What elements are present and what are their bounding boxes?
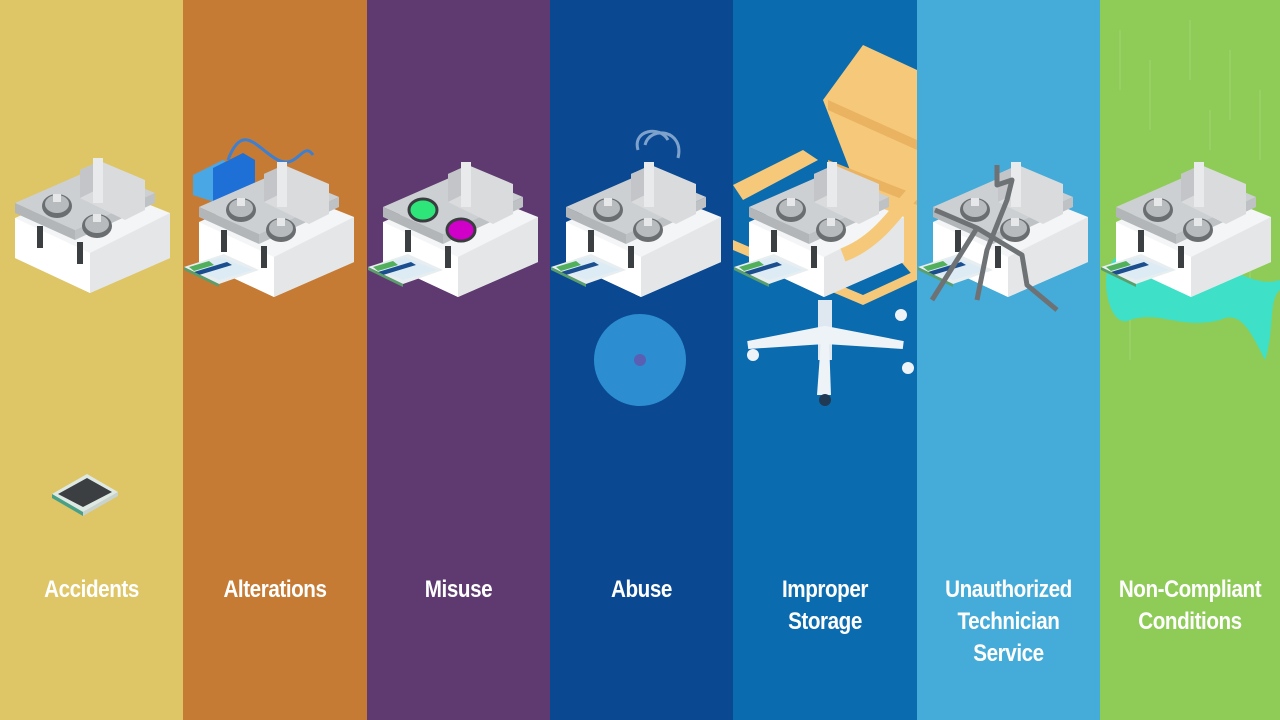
instrument-illustration [1101,20,1280,360]
instrument-illustration [551,129,733,406]
crack-icon [929,165,1059,312]
instrument-illustration [918,0,1100,312]
category-label-unauthorized-service: Unauthorized Technician Service [945,576,1072,667]
column-misuse: Misuse [367,0,550,720]
column-unauthorized-service: Unauthorized Technician Service [917,0,1100,720]
column-improper-storage: Improper Storage [733,0,917,720]
magenta-cup-icon [445,217,477,243]
category-label-non-compliant: Non-Compliant Conditions [1118,576,1262,635]
instrument-illustration [733,45,917,406]
green-cup-icon [407,197,439,223]
instrument-illustration [368,162,538,297]
instrument-illustration [0,0,183,516]
category-label-abuse: Abuse [611,576,672,603]
category-label-improper-storage: Improper Storage [781,576,868,635]
column-alterations: Alterations [183,0,367,720]
category-label-accidents: Accidents [44,576,139,603]
category-label-alterations: Alterations [223,576,327,603]
column-non-compliant: Non-Compliant Conditions [1100,0,1280,720]
smoke-icon [635,129,681,159]
category-label-misuse: Misuse [424,576,493,603]
instrument-illustration [184,138,367,560]
dropped-terminal-icon [52,474,118,516]
column-abuse: Abuse [550,0,733,720]
column-accidents: Accidents [0,0,183,720]
